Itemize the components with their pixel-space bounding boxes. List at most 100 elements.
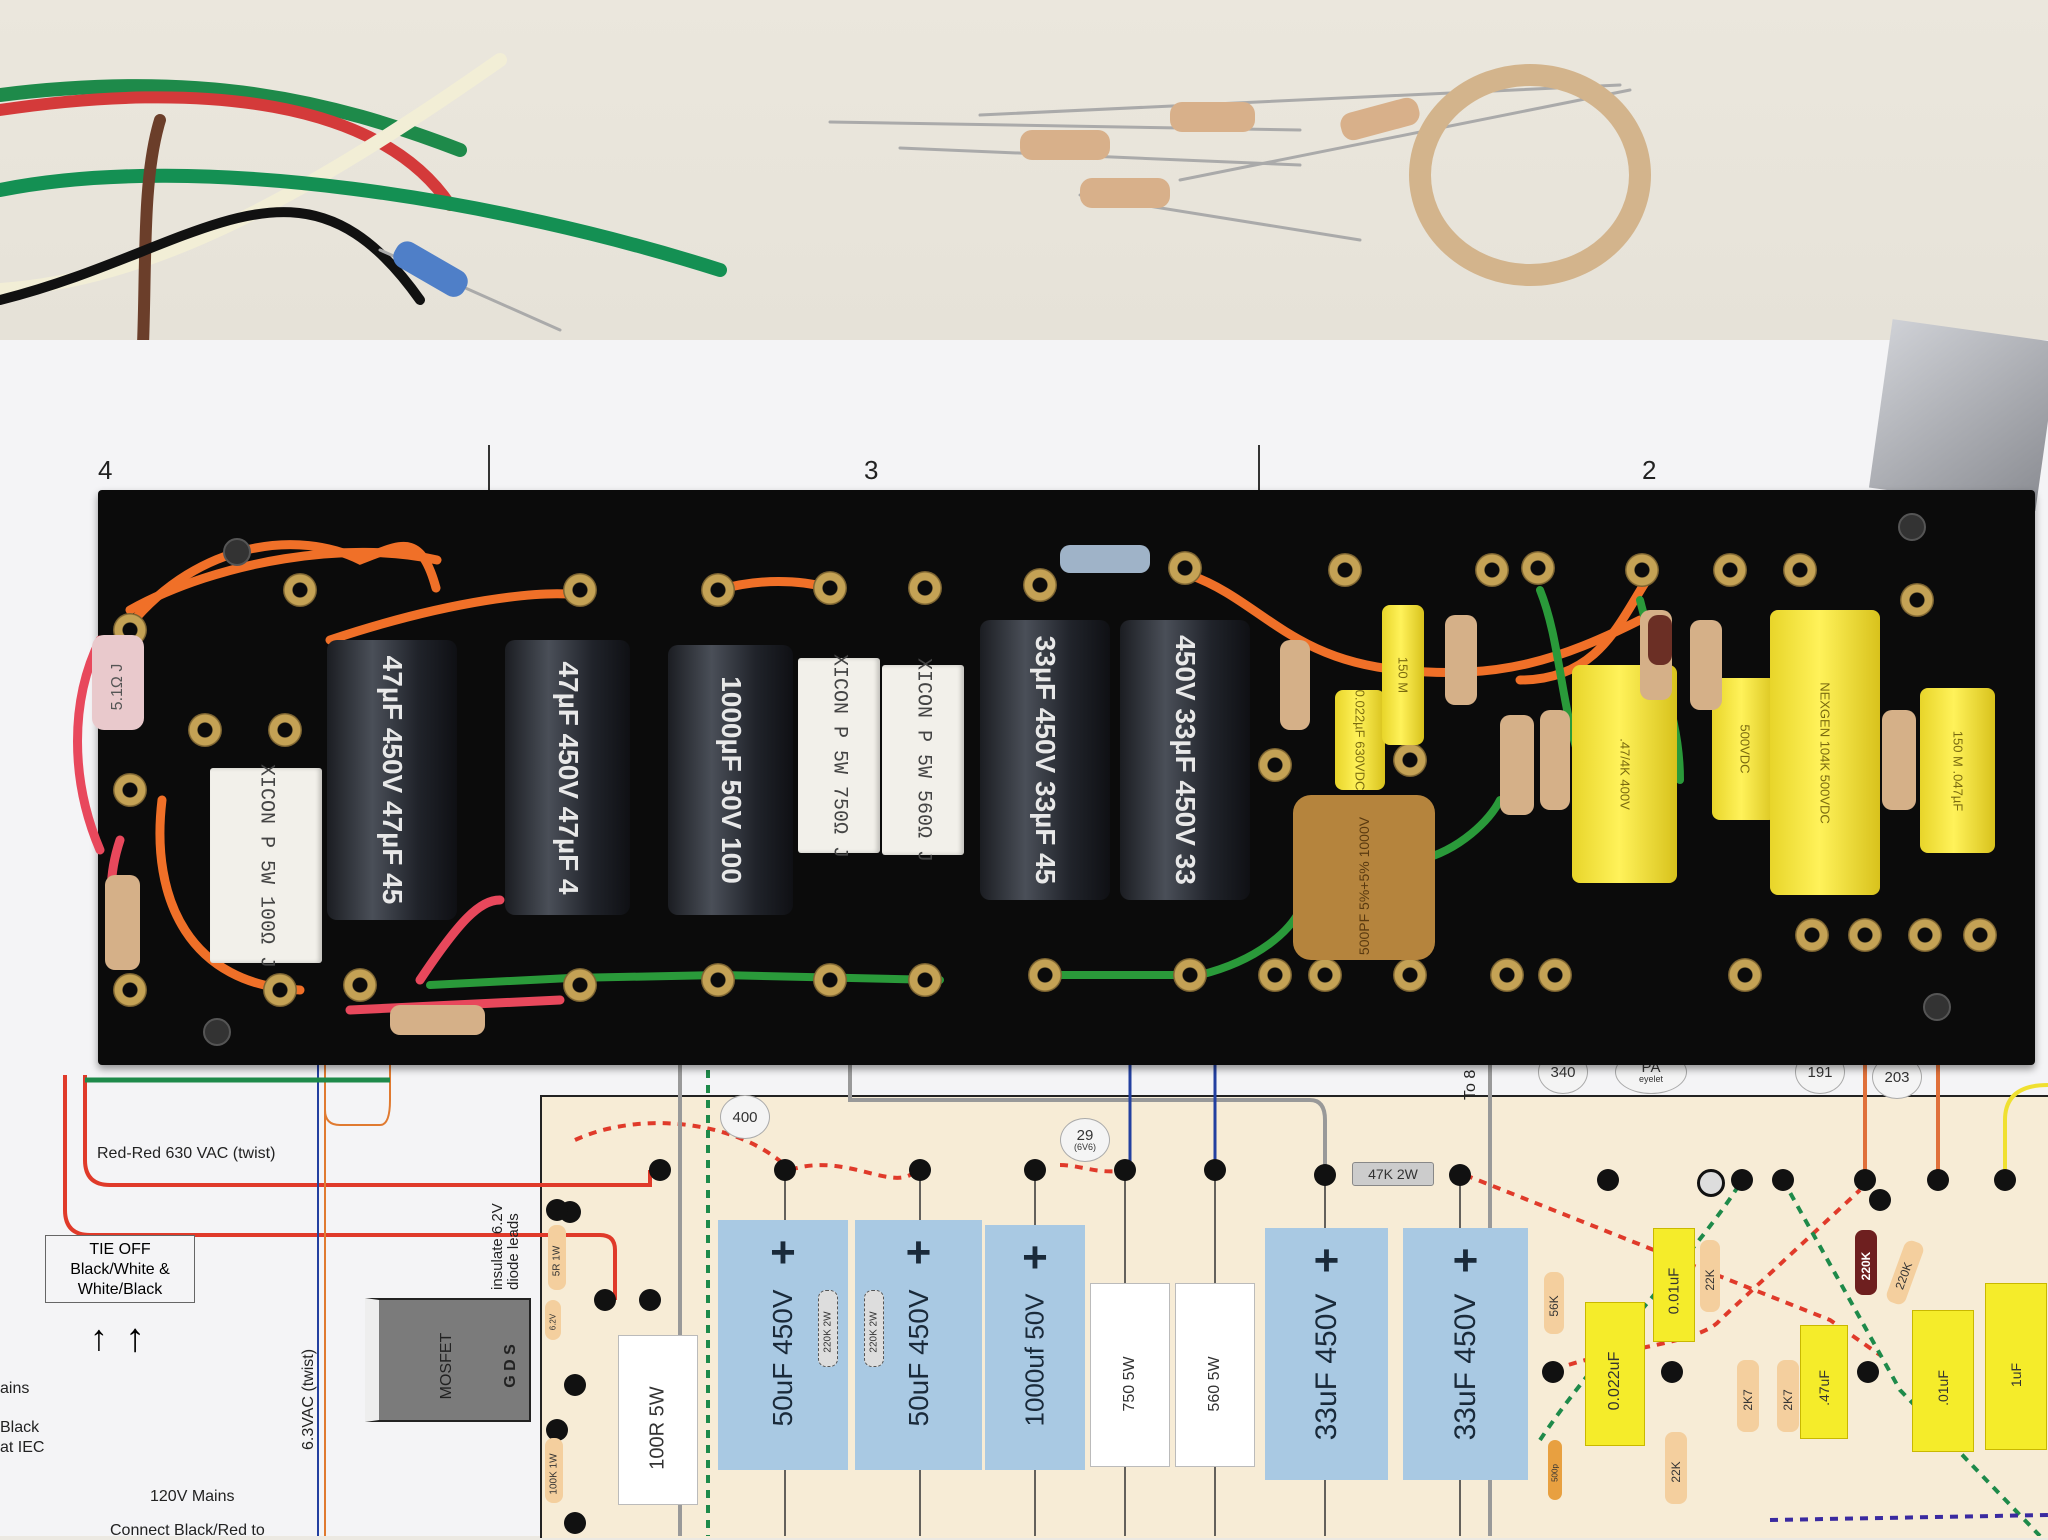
block-label: 0.022uF [1606, 1351, 1623, 1411]
column-divider [1258, 445, 1260, 490]
carbon-resistor [1445, 615, 1477, 705]
turret-eyelet [1900, 583, 1934, 617]
column-number: 4 [98, 455, 113, 485]
mounting-hole [1923, 993, 1951, 1021]
turret-eyelet [563, 573, 597, 607]
ceramic-power-resistor-label: XICON P 5W 750Ω J [827, 653, 851, 858]
node-number: 340 [1550, 1063, 1576, 1081]
blue-resistor [393, 241, 468, 297]
mosfet-symbol: MOSFET G D S [365, 1298, 531, 1422]
schematic-node [564, 1512, 586, 1534]
resistor-label: 22K [1669, 1460, 1683, 1483]
resistor: 22K [1665, 1432, 1687, 1504]
resistor: 22K [1700, 1240, 1720, 1312]
bleeder-resistor: 220K 2W [818, 1290, 838, 1367]
schematic-node [564, 1374, 586, 1396]
film-capacitor-label: NEXGEN 104K 500VDC [1817, 681, 1833, 824]
schematic-node [1024, 1159, 1046, 1181]
turret-eyelet [113, 973, 147, 1007]
turret-eyelet [1908, 918, 1942, 952]
carbon-resistor [105, 875, 140, 970]
column-number: 2 [1642, 455, 1657, 485]
electrolytic-capacitor: 47µF 450V 47µF 4 [505, 640, 630, 915]
cap-block: 0.022uF [1585, 1302, 1645, 1446]
turret-eyelet [1713, 553, 1747, 587]
ceramic-power-resistor: XICON P 5W 560Ω J [882, 658, 964, 862]
turret-eyelet [563, 968, 597, 1002]
turret-eyelet [1963, 918, 1997, 952]
node-number: 203 [1884, 1068, 1910, 1086]
turret-eyelet [1848, 918, 1882, 952]
plus-icon: + [1452, 1236, 1479, 1285]
resistor [1170, 102, 1255, 132]
turret-eyelet [263, 973, 297, 1007]
turret-eyelet [1028, 958, 1062, 992]
ceramic-power-resistor: XICON P 5W 100Ω J [210, 763, 322, 968]
resistor-47k: 47K 2W [1352, 1162, 1434, 1186]
cap-block: 0.01uF [1653, 1228, 1695, 1342]
mounting-hole [1898, 513, 1926, 541]
node-number: 191 [1807, 1063, 1833, 1081]
schematic-node [1869, 1189, 1891, 1211]
resistor-100k: 100K 1W [545, 1438, 563, 1503]
block-label: 50uF 450V [767, 1289, 798, 1426]
column-divider [488, 445, 490, 490]
schematic-eyelet [1697, 1169, 1725, 1197]
turret-eyelet [1538, 958, 1572, 992]
tie-off-line: Black/White & [70, 1261, 170, 1278]
resistor-label: 22K [1703, 1268, 1717, 1291]
bleeder-resistor: 220K 2W [864, 1290, 884, 1367]
electrolytic-capacitor-label: 33µF 450V 33µF 45 [1030, 635, 1061, 885]
turret-eyelet [1168, 551, 1202, 585]
resistor-label: 56K [1547, 1295, 1561, 1317]
schematic-node [1772, 1169, 1794, 1191]
plus-icon: + [905, 1228, 932, 1277]
turret-eyelet [1173, 958, 1207, 992]
block-label: 560 5W [1206, 1356, 1223, 1412]
turret-eyelet [1625, 553, 1659, 587]
schematic-node [546, 1199, 568, 1221]
turret-eyelet [1308, 958, 1342, 992]
carbon-resistor [1060, 545, 1150, 573]
turret-eyelet [813, 571, 847, 605]
schematic-node [1854, 1169, 1876, 1191]
tie-off-note: TIE OFF Black/White & White/Black [45, 1235, 195, 1303]
cap-block: 1uF [1985, 1283, 2047, 1450]
turret-eyelet [1490, 958, 1524, 992]
schematic-node [649, 1159, 671, 1181]
schematic-node [1114, 1159, 1136, 1181]
connect-label: Connect Black/Red to [110, 1522, 265, 1539]
film-capacitor: 500VDC [1712, 678, 1777, 820]
resistor-label: 220K 2W [868, 1311, 880, 1353]
turret-eyelet [1521, 551, 1555, 585]
resistor: 2K7 [1737, 1360, 1759, 1432]
turret-eyelet [1023, 568, 1057, 602]
resistor-label: 500p [1550, 1464, 1560, 1482]
block-label: 1000uf 50V [1019, 1293, 1050, 1427]
electrolytic-capacitor-label: 1000µF 50V 100 [715, 676, 747, 884]
turret-eyelet [1258, 748, 1292, 782]
insulate-label: insulate 6.2V diode leads [489, 1203, 522, 1290]
cap-block: +1000uf 50V [985, 1225, 1085, 1470]
resistor-label: 100K 1W [548, 1453, 560, 1495]
schematic-node [1731, 1169, 1753, 1191]
column-number: 3 [864, 455, 879, 485]
resistor [1340, 97, 1420, 141]
schematic-node [1204, 1159, 1226, 1181]
block-label: .47uF [1816, 1369, 1832, 1406]
schematic-node [1857, 1361, 1879, 1383]
resistor: 220K [1855, 1230, 1877, 1295]
turret-eyelet [1393, 743, 1427, 777]
carbon-resistor [390, 1005, 485, 1035]
turret-eyelet [268, 713, 302, 747]
turret-eyelet [1393, 958, 1427, 992]
block-label: 33uF 450V [1448, 1293, 1482, 1440]
turret-eyelet [701, 963, 735, 997]
node-sub: (6V6) [1073, 1142, 1096, 1152]
turret-eyelet [188, 713, 222, 747]
turret-eyelet [1728, 958, 1762, 992]
resistor-5r: 5R 1W [548, 1225, 566, 1290]
block-label: 50uF 450V [902, 1289, 934, 1426]
node-bubble: 400 [720, 1095, 770, 1139]
film-capacitor: .47/4K 400V [1572, 665, 1677, 883]
